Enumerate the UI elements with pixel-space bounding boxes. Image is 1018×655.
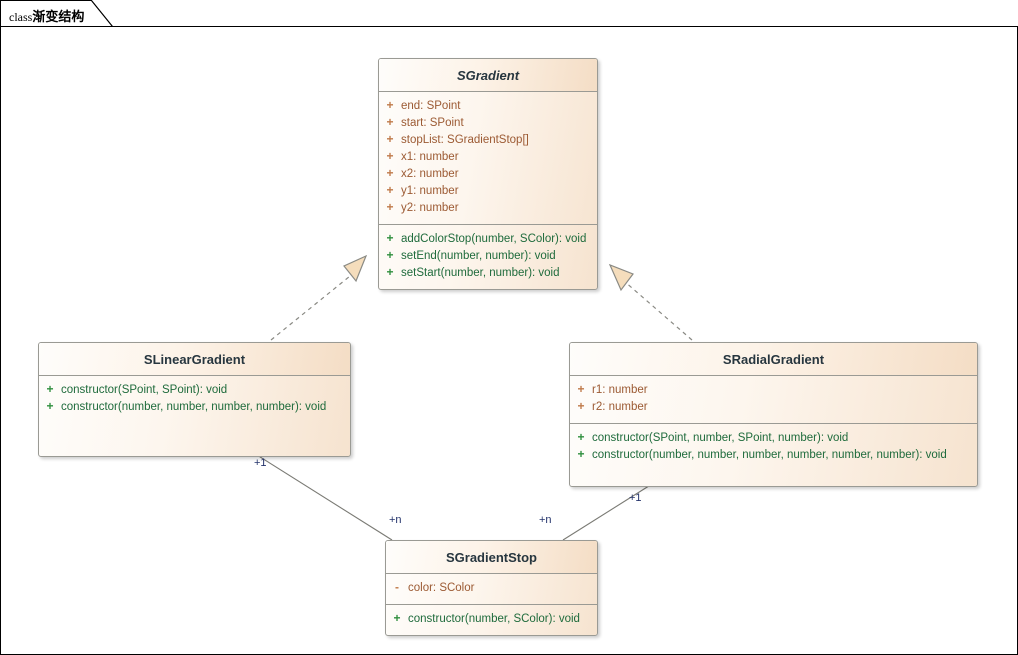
diagram-title-keyword: class [9,10,33,24]
operation-row: + addColorStop(number, SColor): void [379,231,597,248]
class-name-sgradient: SGradient [379,59,597,92]
relationship-linear-stops [248,449,393,541]
attribute-label: x2: number [401,168,459,180]
operations-compartment-sgradient: + addColorStop(number, SColor): void + s… [379,225,597,289]
relationship-radial-stops [562,483,653,541]
visibility-marker: + [386,183,394,197]
operation-label: addColorStop(number, SColor): void [401,233,587,245]
operation-row: + constructor(number, SColor): void [386,611,597,628]
hollow-triangle-arrow-icon [608,263,634,292]
attributes-compartment-sradialgradient: + r1: number + r2: number [570,376,977,424]
attribute-label: y1: number [401,185,459,197]
attribute-row: + start: SPoint [379,115,597,132]
attribute-label: y2: number [401,202,459,214]
visibility-marker: + [577,399,585,413]
class-box-sradialgradient[interactable]: SRadialGradient + r1: number + r2: numbe… [569,342,978,487]
visibility-marker: + [386,166,394,180]
visibility-marker: + [386,265,394,279]
relationship-linear-realizes-gradient [270,254,368,341]
relationship-radial-realizes-gradient [608,263,693,341]
operation-label: setEnd(number, number): void [401,250,556,262]
visibility-marker: - [395,580,399,594]
operation-label: constructor(number, SColor): void [408,613,580,625]
attribute-row: + y2: number [379,200,597,217]
visibility-marker: + [577,382,585,396]
class-name-slineargradient: SLinearGradient [39,343,350,376]
multiplicity-linear-target: +n [389,514,402,526]
attribute-label: x1: number [401,151,459,163]
class-name-sgradientstop: SGradientStop [386,541,597,574]
attribute-row: + x2: number [379,166,597,183]
operation-row: + setStart(number, number): void [379,265,597,282]
visibility-marker: + [386,132,394,146]
operation-label: constructor(number, number, number, numb… [592,449,947,461]
visibility-marker: + [386,248,394,262]
attribute-label: stopList: SGradientStop[] [401,134,529,146]
attribute-row: + r2: number [570,399,977,416]
visibility-marker: + [386,231,394,245]
attribute-row: + x1: number [379,149,597,166]
visibility-marker: + [46,382,54,396]
diagram-title: class渐变结构 [9,6,84,25]
attribute-label: start: SPoint [401,117,464,129]
attributes-compartment-sgradient: + end: SPoint + start: SPoint + stopList… [379,92,597,225]
operation-row: + constructor(number, number, number, nu… [39,399,350,416]
diagram-title-name: 渐变结构 [32,10,85,25]
visibility-marker: + [577,447,585,461]
attribute-row: + stopList: SGradientStop[] [379,132,597,149]
operation-label: constructor(SPoint, SPoint): void [61,384,228,396]
class-box-slineargradient[interactable]: SLinearGradient + constructor(SPoint, SP… [38,342,351,457]
visibility-marker: + [386,200,394,214]
class-name-sradialgradient: SRadialGradient [570,343,977,376]
attributes-compartment-sgradientstop: - color: SColor [386,574,597,605]
operation-row: + setEnd(number, number): void [379,248,597,265]
attribute-row: + y1: number [379,183,597,200]
operation-label: constructor(SPoint, number, SPoint, numb… [592,432,849,444]
hollow-triangle-arrow-icon [343,254,368,283]
multiplicity-linear-source: +1 [254,457,267,469]
attribute-label: end: SPoint [401,100,461,112]
visibility-marker: + [46,399,54,413]
attribute-row: + r1: number [570,382,977,399]
operation-label: setStart(number, number): void [401,267,560,279]
visibility-marker: + [577,430,585,444]
operations-compartment-slineargradient: + constructor(SPoint, SPoint): void + co… [39,376,350,456]
operations-compartment-sradialgradient: + constructor(SPoint, number, SPoint, nu… [570,424,977,486]
operation-row: + constructor(SPoint, SPoint): void [39,382,350,399]
operation-label: constructor(number, number, number, numb… [61,401,327,413]
visibility-marker: + [386,115,394,129]
operations-compartment-sgradientstop: + constructor(number, SColor): void [386,605,597,635]
class-box-sgradient[interactable]: SGradient + end: SPoint + start: SPoint … [378,58,598,290]
attribute-row: + end: SPoint [379,98,597,115]
attribute-label: color: SColor [408,582,475,594]
visibility-marker: + [386,149,394,163]
multiplicity-radial-source: +1 [629,492,642,504]
operation-row: + constructor(SPoint, number, SPoint, nu… [570,430,977,447]
operation-row: + constructor(number, number, number, nu… [570,447,977,464]
multiplicity-radial-target: +n [539,514,552,526]
attribute-label: r2: number [592,401,648,413]
attribute-row: - color: SColor [386,580,597,597]
attribute-label: r1: number [592,384,648,396]
class-box-sgradientstop[interactable]: SGradientStop - color: SColor + construc… [385,540,598,636]
visibility-marker: + [393,611,401,625]
visibility-marker: + [386,98,394,112]
